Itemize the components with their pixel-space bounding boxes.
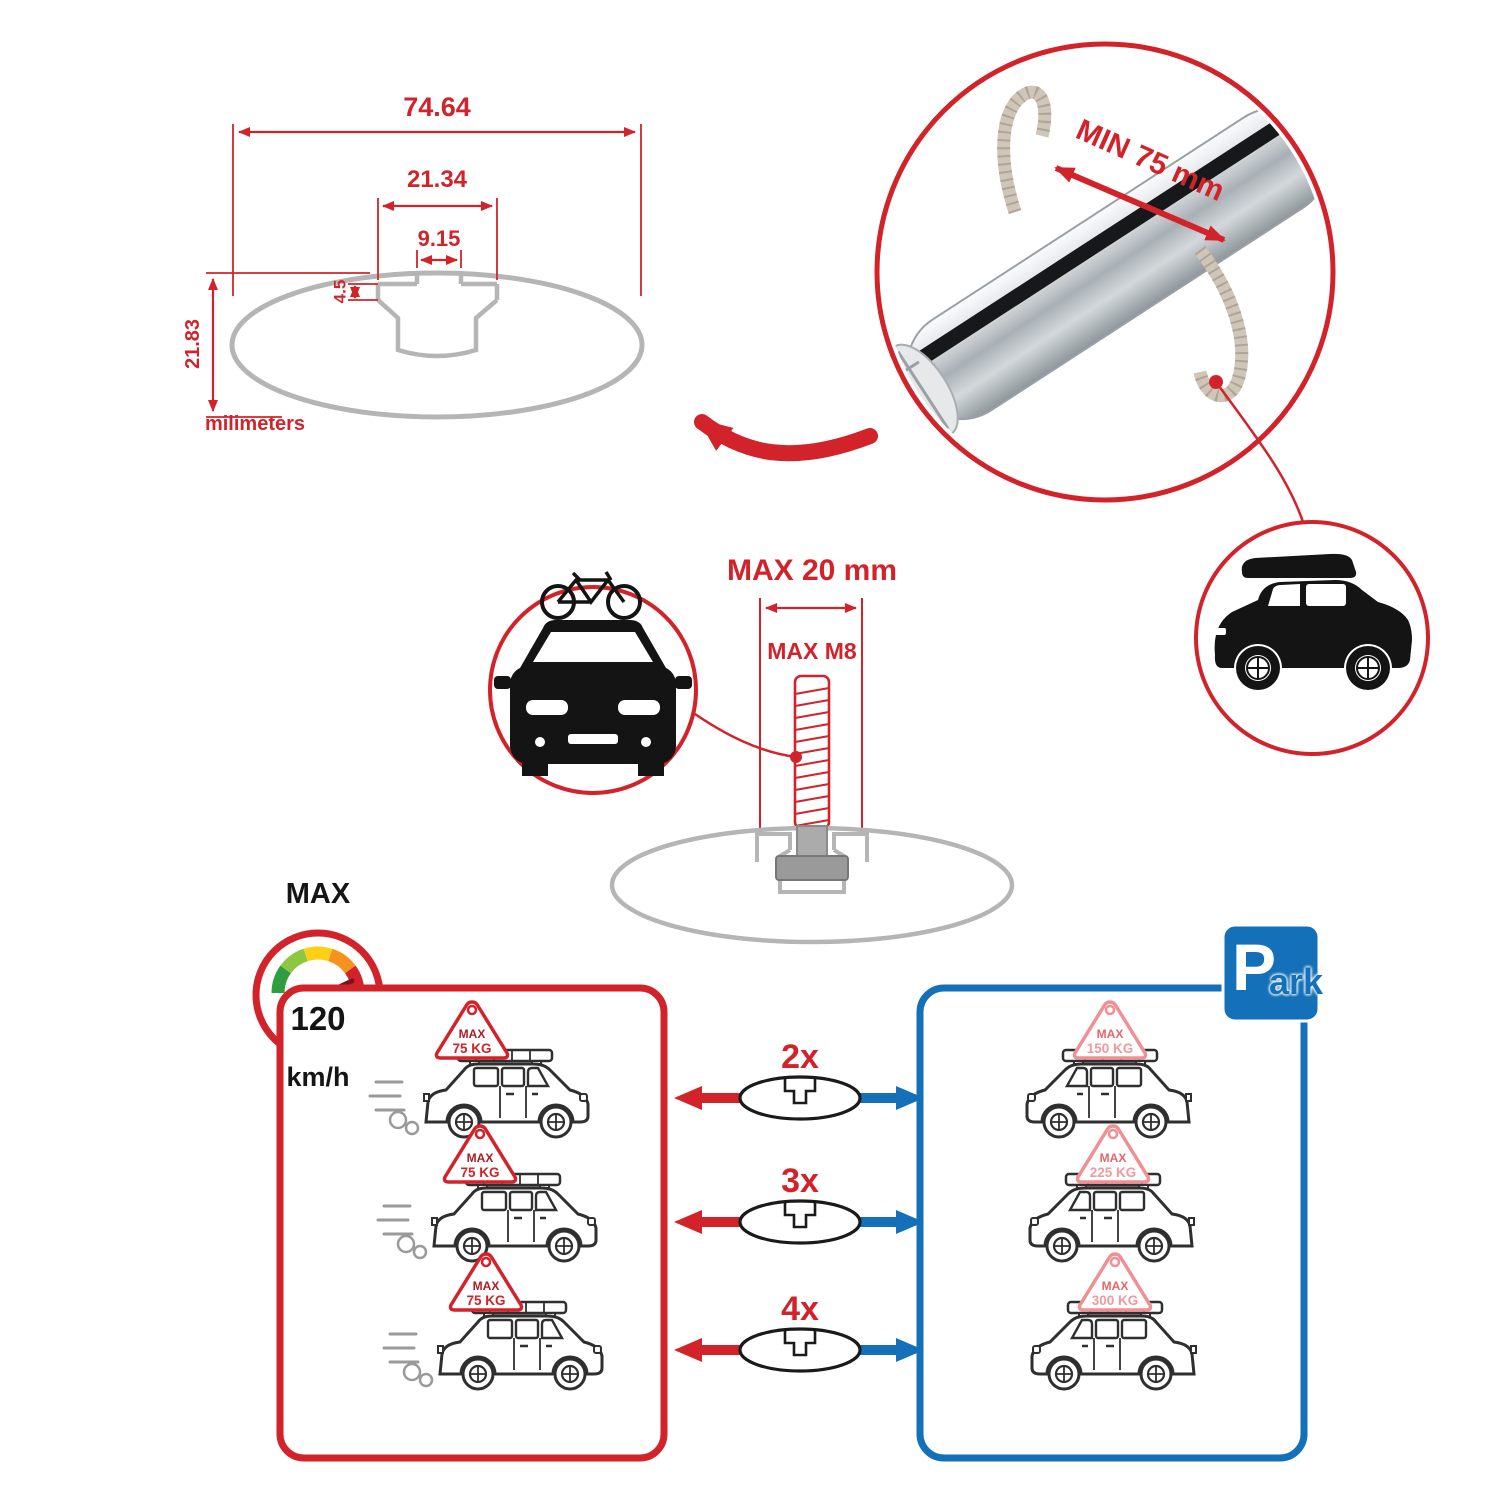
svg-text:MAX: MAX: [1100, 1151, 1127, 1165]
cross-section-diagram: [206, 124, 645, 420]
parking-rest: ark: [1269, 961, 1324, 1002]
callout-arrow: [694, 414, 878, 462]
dim-total-width: 74.64: [403, 92, 471, 122]
svg-text:MAX: MAX: [467, 1151, 494, 1165]
max-width-label: MAX 20 mm: [726, 554, 898, 587]
dim-channel-width: 21.34: [406, 166, 468, 193]
svg-text:MAX: MAX: [473, 1279, 500, 1293]
dim-total-height: 21.83: [182, 318, 204, 370]
min-span-arrow: [1054, 165, 1226, 243]
speed-value: 120: [290, 1000, 346, 1037]
multiplier-row-1: [674, 1075, 924, 1121]
multiplier-row-2: [674, 1199, 924, 1245]
bike-icon: [540, 571, 642, 620]
bike-car-circle: [488, 571, 698, 795]
load-tag-driving-3: MAX 75 KG: [448, 1252, 524, 1312]
svg-text:75 KG: 75 KG: [452, 1041, 491, 1056]
bolt-diagram: [609, 598, 1015, 945]
suv-roofbox-icon: [1214, 553, 1412, 690]
speed-max-label: MAX: [285, 878, 351, 910]
svg-text:75 KG: 75 KG: [466, 1293, 505, 1308]
load-tag-parked-3: MAX 300 KG: [1077, 1252, 1153, 1312]
bar-callout-circle: [874, 41, 1336, 523]
parking-sign: [1221, 923, 1321, 1023]
svg-text:MAX: MAX: [459, 1027, 486, 1041]
multiplier-4x: 4x: [781, 1290, 819, 1328]
load-tag-driving-2: MAX 75 KG: [442, 1124, 518, 1184]
bolt-shank: [796, 825, 828, 859]
speed-unit: km/h: [286, 1062, 350, 1092]
svg-text:150 KG: 150 KG: [1087, 1041, 1134, 1056]
bolt-t-head: [775, 855, 849, 881]
multiplier-row-3: [674, 1327, 924, 1373]
load-tag-driving-1: MAX 75 KG: [434, 1000, 510, 1060]
max-thread-label: MAX M8: [767, 638, 857, 664]
svg-text:75 KG: 75 KG: [460, 1165, 499, 1180]
multiplier-2x: 2x: [781, 1038, 819, 1076]
parking-letter: P: [1232, 930, 1277, 1004]
dim-slot-opening: 9.15: [417, 226, 461, 251]
svg-text:MAX: MAX: [1102, 1279, 1129, 1293]
roofbox-car-circle: [1194, 520, 1430, 756]
load-tag-parked-2: MAX 225 KG: [1075, 1124, 1151, 1184]
multiplier-3x: 3x: [781, 1162, 819, 1200]
dim-lip-depth: 4.5: [330, 279, 350, 304]
load-tag-parked-1: MAX 150 KG: [1072, 1000, 1148, 1060]
car-front-icon: [494, 620, 692, 776]
svg-text:225 KG: 225 KG: [1090, 1165, 1137, 1180]
units-label: milimeters: [204, 413, 306, 435]
svg-text:MAX: MAX: [1097, 1027, 1124, 1041]
svg-text:300 KG: 300 KG: [1092, 1293, 1139, 1308]
